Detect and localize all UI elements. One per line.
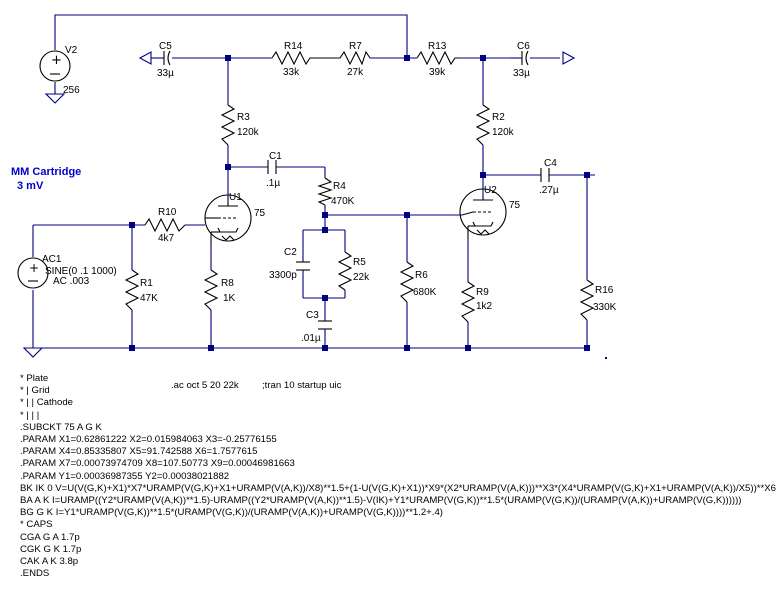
r1-name: R1: [140, 278, 153, 289]
u2-name: U2: [484, 185, 497, 196]
netlist-line: BA A K I=URAMP((Y2*URAMP(V(A,K))**1.5)-U…: [20, 495, 742, 507]
r5-value: 22k: [353, 272, 370, 283]
netlist-line: CAK A K 3.8p: [20, 556, 79, 568]
c1-name: C1: [269, 151, 282, 162]
u1-name: U1: [229, 192, 242, 203]
netlist-line: CGK G K 1.7p: [20, 543, 82, 555]
netlist-line: .PARAM Y1=0.00036987355 Y2=0.00038021882: [20, 470, 230, 482]
c3-value: .01µ: [301, 333, 321, 344]
r9-value: 1k2: [476, 301, 493, 312]
schematic-canvas: + +: [11, 14, 617, 359]
netlist-line: .SUBCKT 75 A G K: [20, 421, 102, 433]
r14-value: 33k: [283, 67, 300, 78]
triode-u1-symbol: [204, 194, 252, 245]
c4-name: C4: [544, 158, 557, 169]
r7-name: R7: [349, 41, 362, 52]
tran-directive[interactable]: ;tran 10 startup uic: [262, 380, 342, 391]
r14-name: R14: [284, 41, 303, 52]
r6-name: R6: [415, 270, 428, 281]
ground-symbol: [22, 93, 66, 358]
capacitors: [158, 50, 550, 330]
c5-name: C5: [159, 41, 172, 52]
r8-value: 1K: [223, 293, 236, 304]
netlist-line: * CAPS: [20, 519, 53, 531]
netlist-line: .PARAM X7=0.00073974709 X8=107.50773 X9=…: [20, 458, 295, 470]
c4-value: .27µ: [539, 185, 559, 196]
netlist-line: * | | |: [20, 409, 40, 421]
r2-name: R2: [492, 112, 505, 123]
c2-value: 3300p: [269, 270, 297, 281]
r10-value: 4k7: [158, 233, 175, 244]
c1-value: .1µ: [266, 178, 280, 189]
r1-value: 47K: [140, 293, 158, 304]
title-line2: 3 mV: [17, 180, 44, 192]
c3-name: C3: [306, 310, 319, 321]
component-labels: MM Cartridge 3 mV V2 256 AC1 SINE(0 .1 1…: [11, 41, 617, 344]
triode-u2-symbol: [459, 188, 507, 238]
ac1-name: AC1: [42, 254, 62, 265]
c5-value: 33µ: [157, 68, 174, 79]
ac-directive[interactable]: .ac oct 5 20 22k: [171, 380, 239, 391]
netlist-line: CGA G A 1.7p: [20, 531, 80, 543]
v2-source-symbol: +: [39, 50, 71, 82]
r4-value: 470K: [331, 196, 355, 207]
r16-name: R16: [595, 285, 614, 296]
r8-name: R8: [221, 278, 234, 289]
c6-name: C6: [517, 41, 530, 52]
u2-model: 75: [509, 200, 521, 211]
netlist-line: .PARAM X1=0.62861222 X2=0.015984063 X3=-…: [20, 434, 277, 446]
r7-value: 27k: [347, 67, 364, 78]
r5-name: R5: [353, 257, 366, 268]
net-flags: [138, 51, 576, 65]
c2-name: C2: [284, 247, 297, 258]
svg-text:+: +: [51, 53, 62, 68]
resistors: [124, 50, 595, 323]
r13-value: 39k: [429, 67, 446, 78]
netlist-line: BG G K I=Y1*URAMP(V(G,K))**1.5*(URAMP(V(…: [20, 507, 443, 519]
wires: [32, 14, 595, 349]
netlist-line: * | | Cathode: [20, 397, 73, 409]
junction-dots: [129, 55, 607, 359]
r13-name: R13: [428, 41, 447, 52]
r3-value: 120k: [237, 127, 260, 138]
svg-text:+: +: [29, 261, 39, 275]
ac1-source-symbol: +: [17, 257, 49, 289]
v2-value: 256: [63, 85, 80, 96]
r9-name: R9: [476, 287, 489, 298]
ac1-value2: AC .003: [53, 276, 90, 287]
ac1-value1: SINE(0 .1 1000): [45, 266, 117, 277]
v2-name: V2: [65, 45, 78, 56]
r6-value: 680K: [413, 287, 437, 298]
title-line1: MM Cartridge: [11, 166, 81, 178]
u1-model: 75: [254, 208, 266, 219]
netlist-line: * | Grid: [20, 385, 50, 397]
r16-value: 330K: [593, 302, 617, 313]
netlist-line: * Plate: [20, 373, 49, 384]
r4-name: R4: [333, 181, 346, 192]
r3-name: R3: [237, 112, 250, 123]
c6-value: 33µ: [513, 68, 530, 79]
r10-name: R10: [158, 207, 177, 218]
netlist-line: .PARAM X4=0.85335807 X5=91.742588 X6=1.7…: [20, 446, 258, 458]
r2-value: 120k: [492, 127, 515, 138]
netlist-line: .ENDS: [20, 568, 50, 580]
netlist-line: BK IK 0 V=U(V(G,K)+X1)*X7*URAMP(V(G,K)+X…: [20, 482, 776, 494]
spice-netlist[interactable]: * Plate* | Grid* | | Cathode* | | |.SUBC…: [20, 373, 776, 580]
